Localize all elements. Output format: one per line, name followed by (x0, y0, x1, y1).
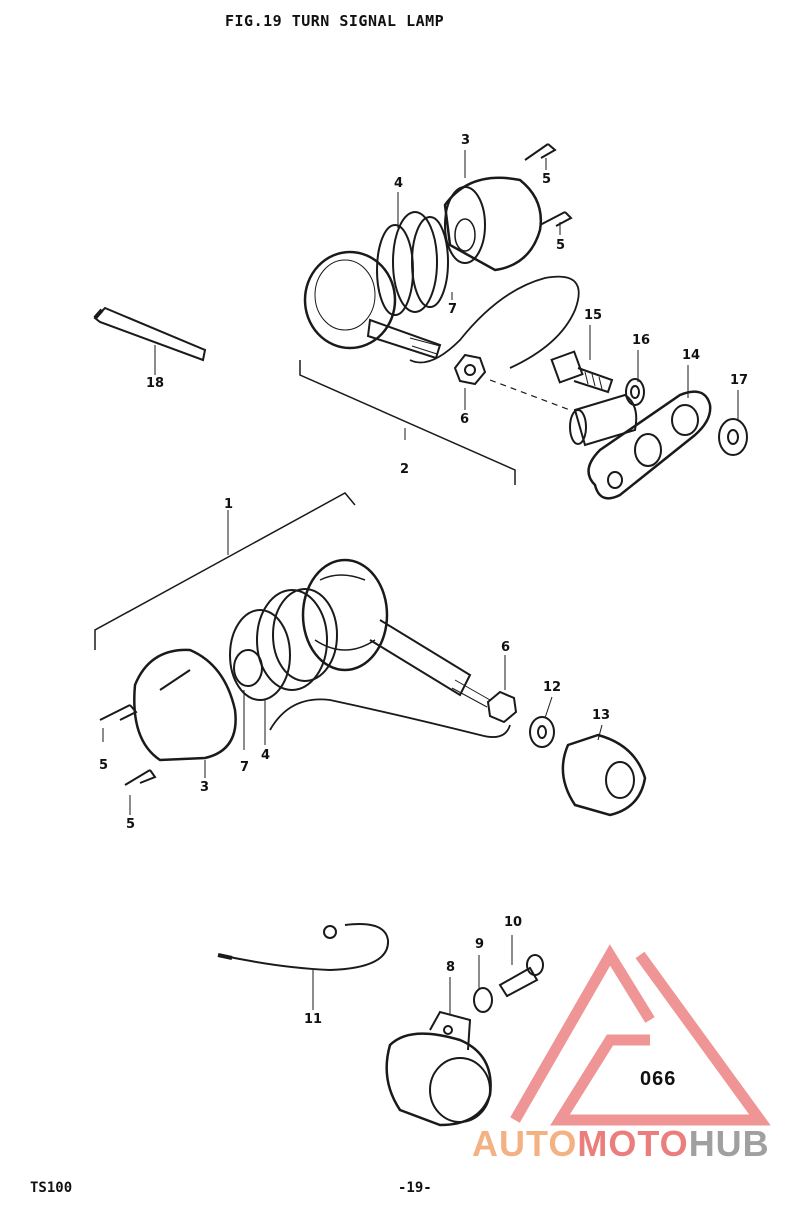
brand-part-hub: HUB (688, 1123, 770, 1164)
callout-7: 7 (240, 760, 250, 775)
callout-9: 9 (475, 937, 485, 952)
callout-1: 1 (224, 497, 234, 512)
relay-parts (217, 923, 544, 1127)
page-number: -19- (398, 1180, 432, 1196)
callout-13: 13 (592, 708, 611, 723)
callout-11: 11 (304, 1012, 323, 1027)
band-part-18 (93, 306, 207, 362)
callout-17: 17 (730, 373, 749, 388)
page-code: 066 (640, 1068, 677, 1090)
callout-5: 5 (126, 817, 136, 832)
callout-4: 4 (261, 748, 271, 763)
watermark-logo (510, 944, 771, 1126)
callout-15: 15 (584, 308, 603, 323)
callout-12: 12 (543, 680, 562, 695)
brand-part-moto: MOTO (577, 1123, 689, 1164)
callout-6: 6 (460, 412, 470, 427)
callout-4: 4 (394, 176, 404, 191)
callout-18: 18 (146, 376, 165, 391)
brand-part-auto: AUTO (472, 1123, 578, 1164)
callout-6: 6 (501, 640, 511, 655)
callout-5: 5 (556, 238, 566, 253)
callout-3: 3 (461, 133, 471, 148)
callout-5: 5 (99, 758, 109, 773)
callout-10: 10 (504, 915, 523, 930)
figure-title: FIG.19 TURN SIGNAL LAMP (225, 12, 445, 30)
callout-3: 3 (200, 780, 210, 795)
front-lamp-assembly (94, 492, 647, 817)
callout-2: 2 (400, 462, 410, 477)
model-label: TS100 (30, 1180, 73, 1196)
callout-7: 7 (448, 302, 458, 317)
callout-5: 5 (542, 172, 552, 187)
callout-14: 14 (682, 348, 701, 363)
rear-lamp-assembly (299, 143, 748, 500)
watermark-brand: AUTOMOTOHUB (472, 1123, 770, 1165)
callout-8: 8 (446, 960, 456, 975)
callout-16: 16 (632, 333, 651, 348)
leader-lines (102, 150, 739, 1015)
